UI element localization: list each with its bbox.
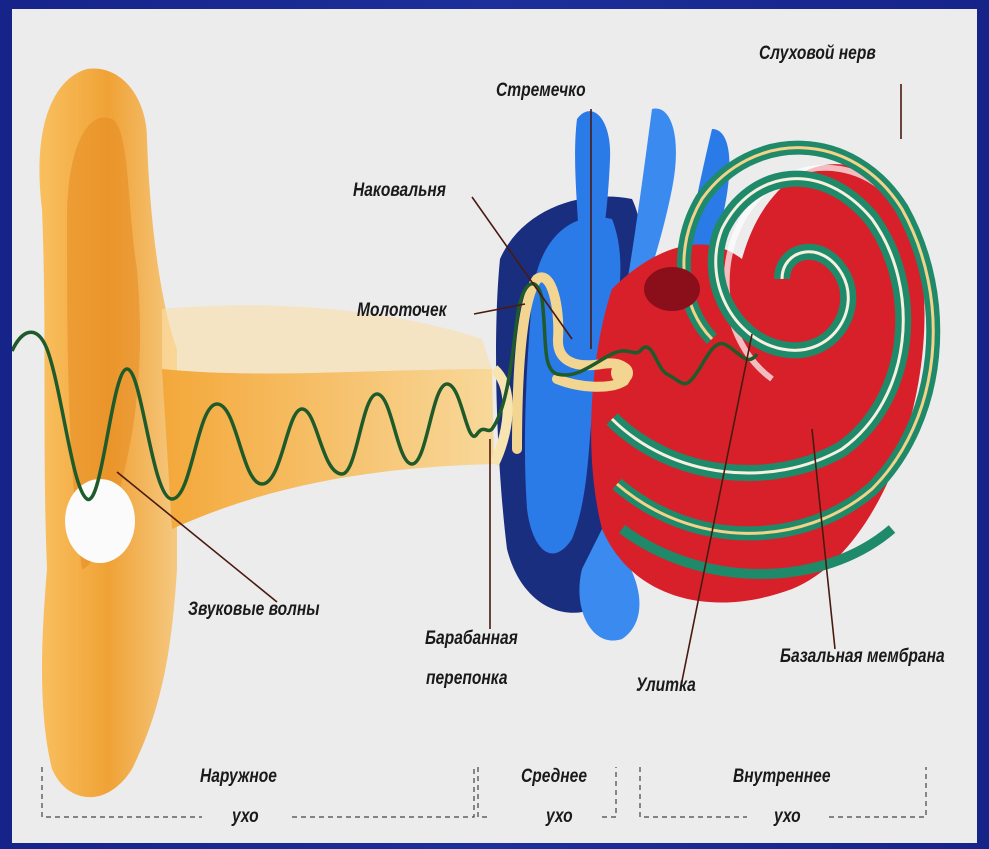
section-middle-line2: ухо [546,806,573,828]
label-malleus: Молоточек [357,300,447,322]
ear-canal [162,369,494,529]
ear-anatomy-illustration [12,9,977,843]
label-eardrum-line1: Барабанная [425,628,518,650]
label-incus: Наковальня [353,180,446,202]
label-stapes: Стремечко [496,80,586,102]
section-outer-line2: ухо [232,806,259,828]
diagram-panel: Слуховой нерв Стремечко Наковальня Молот… [12,9,977,843]
section-middle-line1: Среднее [521,766,587,788]
label-basilar-membrane: Базальная мембрана [780,646,945,668]
label-eardrum-line2: перепонка [426,668,508,690]
section-inner-line1: Внутреннее [733,766,831,788]
label-auditory-nerve: Слуховой нерв [759,43,876,65]
ear-lobe-highlight [65,479,135,563]
label-cochlea: Улитка [636,675,696,697]
label-sound-waves: Звуковые волны [188,599,320,621]
section-outer-line1: Наружное [200,766,277,788]
section-inner-line2: ухо [774,806,801,828]
